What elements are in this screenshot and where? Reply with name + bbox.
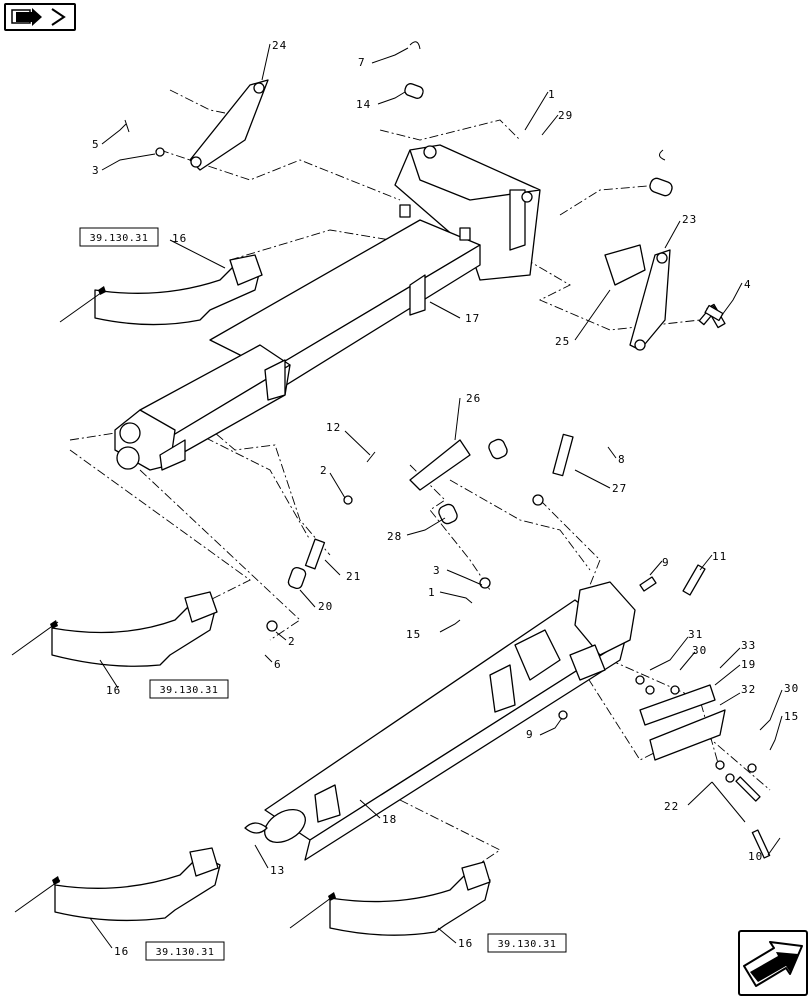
scraper-shoe-4 [289, 861, 491, 936]
reference-box-1: 39.130.31 [79, 227, 159, 247]
callout-5: 5 [92, 138, 100, 151]
reference-box-4: 39.130.31 [487, 933, 567, 953]
callout-6: 6 [274, 658, 282, 671]
callout-16b: 16 [106, 684, 121, 697]
callout-31: 31 [688, 628, 703, 641]
prev-arrow-icon [11, 8, 66, 26]
reference-box-3: 39.130.31 [145, 941, 225, 961]
callout-20: 20 [318, 600, 333, 613]
callout-1: 1 [548, 88, 556, 101]
callout-30: 30 [692, 644, 707, 657]
callout-3: 3 [92, 164, 100, 177]
reference-box-2: 39.130.31 [149, 679, 229, 699]
callout-16c: 16 [114, 945, 129, 958]
callout-27: 27 [612, 482, 627, 495]
next-arrow-icon [743, 941, 803, 987]
callout-13: 13 [270, 864, 285, 877]
callout-23: 23 [682, 213, 697, 226]
svg-text:39.130.31: 39.130.31 [90, 233, 149, 244]
hardware [124, 41, 771, 859]
svg-text:39.130.31: 39.130.31 [160, 685, 219, 696]
callout-4: 4 [744, 278, 752, 291]
callout-15b: 15 [784, 710, 799, 723]
callout-30b: 30 [784, 682, 799, 695]
callout-2b: 2 [288, 635, 296, 648]
callout-29: 29 [558, 109, 573, 122]
callout-11: 11 [712, 550, 727, 563]
callout-16d: 16 [458, 937, 473, 950]
callout-10: 10 [748, 850, 763, 863]
callout-14: 14 [356, 98, 371, 111]
lower-arm-assembly [264, 581, 636, 861]
callout-28: 28 [387, 530, 402, 543]
callout-17: 17 [465, 312, 480, 325]
callout-21: 21 [346, 570, 361, 583]
callout-8: 8 [618, 453, 626, 466]
previous-page-button[interactable] [4, 3, 76, 31]
callout-9: 9 [662, 556, 670, 569]
callout-16: 16 [172, 232, 187, 245]
callout-3b: 3 [433, 564, 441, 577]
callout-18: 18 [382, 813, 397, 826]
upper-arm-assembly [114, 144, 541, 471]
callout-1b: 1 [428, 586, 436, 599]
callout-7: 7 [358, 56, 366, 69]
links [189, 79, 671, 351]
svg-text:39.130.31: 39.130.31 [498, 939, 557, 950]
callout-19: 19 [741, 658, 756, 671]
scraper-shoe-2 [11, 591, 218, 667]
callout-leaders [89, 43, 783, 949]
callout-labels: 24 7 14 1 29 5 3 16 23 4 17 25 26 12 8 2… [92, 39, 799, 958]
svg-text:39.130.31: 39.130.31 [156, 947, 215, 958]
callout-33: 33 [741, 639, 756, 652]
callout-25: 25 [555, 335, 570, 348]
callout-9b: 9 [526, 728, 534, 741]
callout-24: 24 [272, 39, 287, 52]
callout-32: 32 [741, 683, 756, 696]
next-page-button[interactable] [738, 930, 808, 996]
scraper-shoe-3 [14, 847, 221, 922]
callout-12: 12 [326, 421, 341, 434]
scraper-shoe-1 [59, 254, 263, 326]
callout-15: 15 [406, 628, 421, 641]
callout-2: 2 [320, 464, 328, 477]
callout-22: 22 [664, 800, 679, 813]
callout-26: 26 [466, 392, 481, 405]
